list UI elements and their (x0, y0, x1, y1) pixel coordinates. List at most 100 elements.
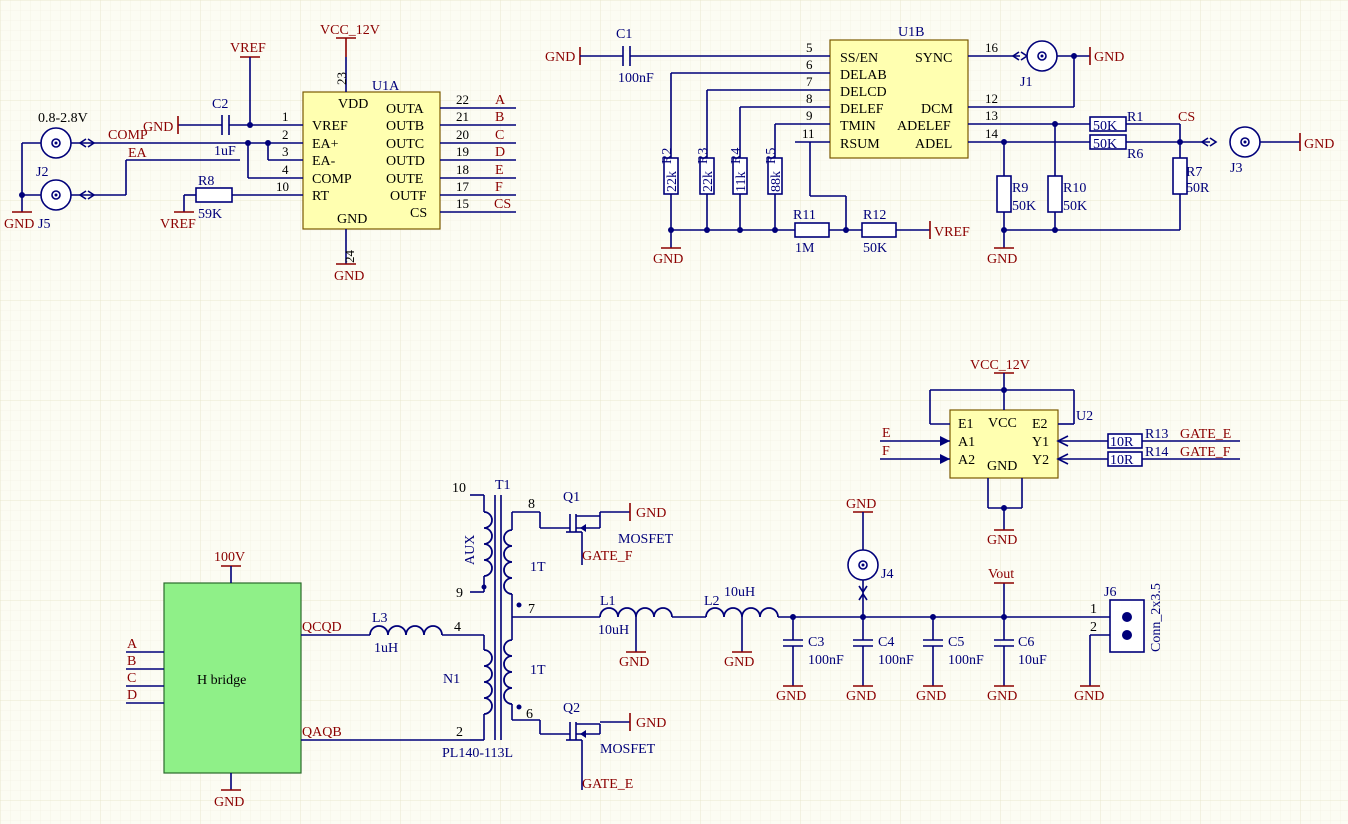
svg-text:MOSFET: MOSFET (618, 532, 674, 547)
svg-text:C: C (495, 128, 504, 143)
svg-text:GND: GND (776, 689, 806, 704)
r2-resistor[interactable]: R2 22k (660, 148, 680, 195)
svg-text:A: A (495, 93, 506, 108)
u1a-pin-outb: 21 OUTB B (386, 109, 516, 134)
svg-text:10uH: 10uH (724, 585, 755, 600)
j1-coax-connector[interactable]: GND J1 (1011, 40, 1124, 107)
svg-text:C2: C2 (212, 97, 228, 112)
l2-inductor[interactable]: L2 10uH GND (704, 585, 1110, 670)
r4-resistor[interactable]: R4 11k (729, 148, 749, 195)
c3-capacitor[interactable]: GND C3 100nF (776, 614, 844, 704)
svg-text:E1: E1 (958, 417, 974, 432)
r8-resistor[interactable]: VREF R8 59K (160, 174, 268, 232)
svg-text:J1: J1 (1020, 75, 1032, 90)
delay-resistors: GND (653, 72, 795, 267)
q1-mosfet[interactable]: GND Q1 MOSFET GATE_F (539, 490, 674, 565)
j4-coax-connector[interactable]: GND J4 (846, 497, 893, 617)
l3-inductor[interactable]: L3 1uH (369, 611, 484, 656)
u2-driver-chip[interactable]: U2 E1 A1 A2 VCC E2 Y1 Y2 GND VCC_12V E F… (880, 358, 1108, 548)
r1-resistor[interactable]: 50K R1 (1089, 110, 1180, 134)
svg-text:QCQD: QCQD (302, 620, 342, 635)
r12-resistor[interactable]: VREF R12 50K (809, 142, 970, 256)
r7-resistor[interactable]: R7 50R CS (1172, 110, 1210, 230)
c2-capacitor[interactable]: GND C2 1uF (143, 97, 268, 159)
svg-text:Y1: Y1 (1032, 435, 1049, 450)
svg-text:T1: T1 (495, 478, 511, 493)
svg-text:E: E (882, 426, 891, 441)
svg-text:1: 1 (282, 109, 289, 124)
svg-text:DELAB: DELAB (840, 68, 887, 83)
svg-text:10uH: 10uH (598, 623, 629, 638)
svg-text:7: 7 (806, 74, 813, 89)
svg-text:CS: CS (494, 197, 511, 212)
svg-text:L2: L2 (704, 594, 720, 609)
r14-resistor[interactable]: 10R R14 GATE_F (1107, 445, 1240, 468)
u1a-pin-name: VDD (338, 97, 368, 112)
j3-coax-connector[interactable]: GND J3 (1180, 126, 1334, 176)
svg-text:R5: R5 (764, 148, 779, 164)
svg-text:GND: GND (636, 506, 666, 521)
svg-text:1uH: 1uH (374, 641, 398, 656)
svg-text:Q2: Q2 (563, 701, 580, 716)
svg-text:EA: EA (128, 146, 148, 161)
t1-transformer[interactable]: T1 10 9 AUX 4 2 N1 PL140-113L 8 1T 7 (442, 478, 600, 761)
h-bridge-block[interactable]: H bridge 100V GND A B C D QCQD QAQB (126, 550, 470, 810)
svg-text:11k: 11k (734, 172, 749, 192)
r11-resistor[interactable]: R11 1M (793, 208, 862, 256)
svg-text:RT: RT (312, 189, 329, 204)
svg-text:50K: 50K (1012, 199, 1036, 214)
svg-text:GND: GND (4, 217, 34, 232)
svg-text:C6: C6 (1018, 635, 1034, 650)
c5-capacitor[interactable]: GND C5 100nF (916, 614, 984, 704)
u1a-pin-vref: 1 VREF (268, 109, 348, 134)
svg-text:R14: R14 (1145, 445, 1168, 460)
svg-text:R3: R3 (696, 148, 711, 164)
svg-text:J5: J5 (38, 217, 50, 232)
j6-output-connector[interactable]: GND J6 1 2 Conn_2x3.5 (1074, 583, 1164, 704)
svg-text:2: 2 (456, 725, 463, 740)
r13-resistor[interactable]: 10R R13 GATE_E (1107, 427, 1240, 450)
r5-resistor[interactable]: R5 88k (764, 148, 784, 195)
r6-resistor[interactable]: 50K R6 (1089, 134, 1180, 162)
r3-resistor[interactable]: R3 22k (696, 148, 716, 195)
j2-coax-connector[interactable]: 0.8-2.8V (38, 111, 100, 159)
q2-mosfet[interactable]: GND Q2 MOSFET GATE_E (539, 701, 666, 792)
l1-inductor[interactable]: L1 10uH GND (598, 594, 706, 670)
u1a-pin-rt: 10 RT (268, 179, 329, 204)
svg-text:GND: GND (987, 533, 1017, 548)
svg-text:F: F (495, 180, 503, 195)
r9-resistor[interactable]: R9 50K (996, 139, 1036, 248)
svg-text:GND: GND (143, 120, 173, 135)
svg-text:15: 15 (456, 196, 469, 211)
svg-text:VCC_12V: VCC_12V (970, 358, 1030, 373)
c4-capacitor[interactable]: GND C4 100nF (846, 614, 914, 704)
svg-text:EA-: EA- (312, 154, 336, 169)
c6-capacitor[interactable]: GND C6 10uF Vout (987, 567, 1047, 704)
svg-text:22: 22 (456, 92, 469, 107)
u1b-chip[interactable]: U1B SS/EN DELAB DELCD DELEF TMIN RSUM SY… (795, 25, 1090, 159)
svg-text:OUTE: OUTE (386, 172, 423, 187)
u1a-chip[interactable]: U1A 23 VDD VCC_12V 24 GND GND 1 VREF 2 E… (268, 23, 516, 284)
svg-text:ADEL: ADEL (915, 137, 952, 152)
svg-text:1T: 1T (530, 560, 546, 575)
u1a-pin-comp: 4 COMP (268, 162, 352, 187)
svg-text:OUTC: OUTC (386, 137, 424, 152)
c1-capacitor[interactable]: GND C1 100nF (545, 27, 795, 86)
svg-text:21: 21 (456, 109, 469, 124)
svg-text:GND: GND (636, 716, 666, 731)
svg-text:11: 11 (802, 126, 815, 141)
j5-coax-connector[interactable]: J2 J5 (36, 165, 100, 232)
svg-text:U2: U2 (1076, 409, 1093, 424)
svg-text:Y2: Y2 (1032, 453, 1049, 468)
svg-text:J4: J4 (881, 567, 893, 582)
adel-ground-net: GND (987, 227, 1180, 267)
svg-text:B: B (495, 110, 504, 125)
u1a-pin-outc: 20 OUTC C (386, 127, 516, 152)
j2-j5-ground: GND (4, 142, 41, 232)
svg-text:6: 6 (526, 707, 533, 722)
svg-text:C4: C4 (878, 635, 894, 650)
svg-text:GND: GND (1074, 689, 1104, 704)
u1a-pin-oute: 18 OUTE E (386, 162, 516, 187)
svg-text:22k: 22k (665, 171, 680, 192)
u1a-pin-cs: 15 CS CS (410, 196, 516, 221)
